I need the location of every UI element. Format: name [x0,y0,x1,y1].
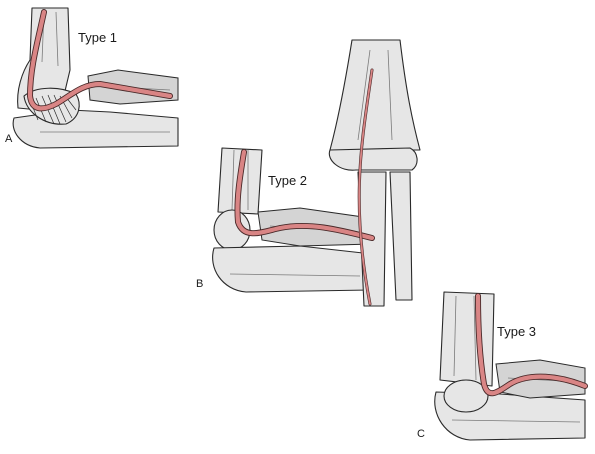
panel-c-illustration [434,291,588,441]
panel-c-humerus [439,291,495,387]
panel-a-type-label: Type 1 [78,30,118,45]
panel-b-frontal-radius [389,171,413,301]
panel-b-frontal-condyles [328,147,418,171]
panel-a-letter: A [5,133,13,145]
panel-a-nerve [27,9,173,111]
panel-c-type-label: Type 3 [497,324,537,339]
panel-c-epicondyle [443,379,489,413]
panel-c-letter: C [417,428,425,440]
panel-b-illustration [212,39,421,307]
panel-b-letter: B [196,278,204,290]
panel-b-frontal-nerve [358,69,373,305]
panel-b-type-label: Type 2 [268,173,308,188]
panel-b-ulna [212,245,373,293]
panel-a-illustration [12,7,179,149]
panel-b-frontal-humerus [329,39,421,151]
panel-b-nerve [235,149,375,241]
panel-c-nerve [475,293,588,396]
